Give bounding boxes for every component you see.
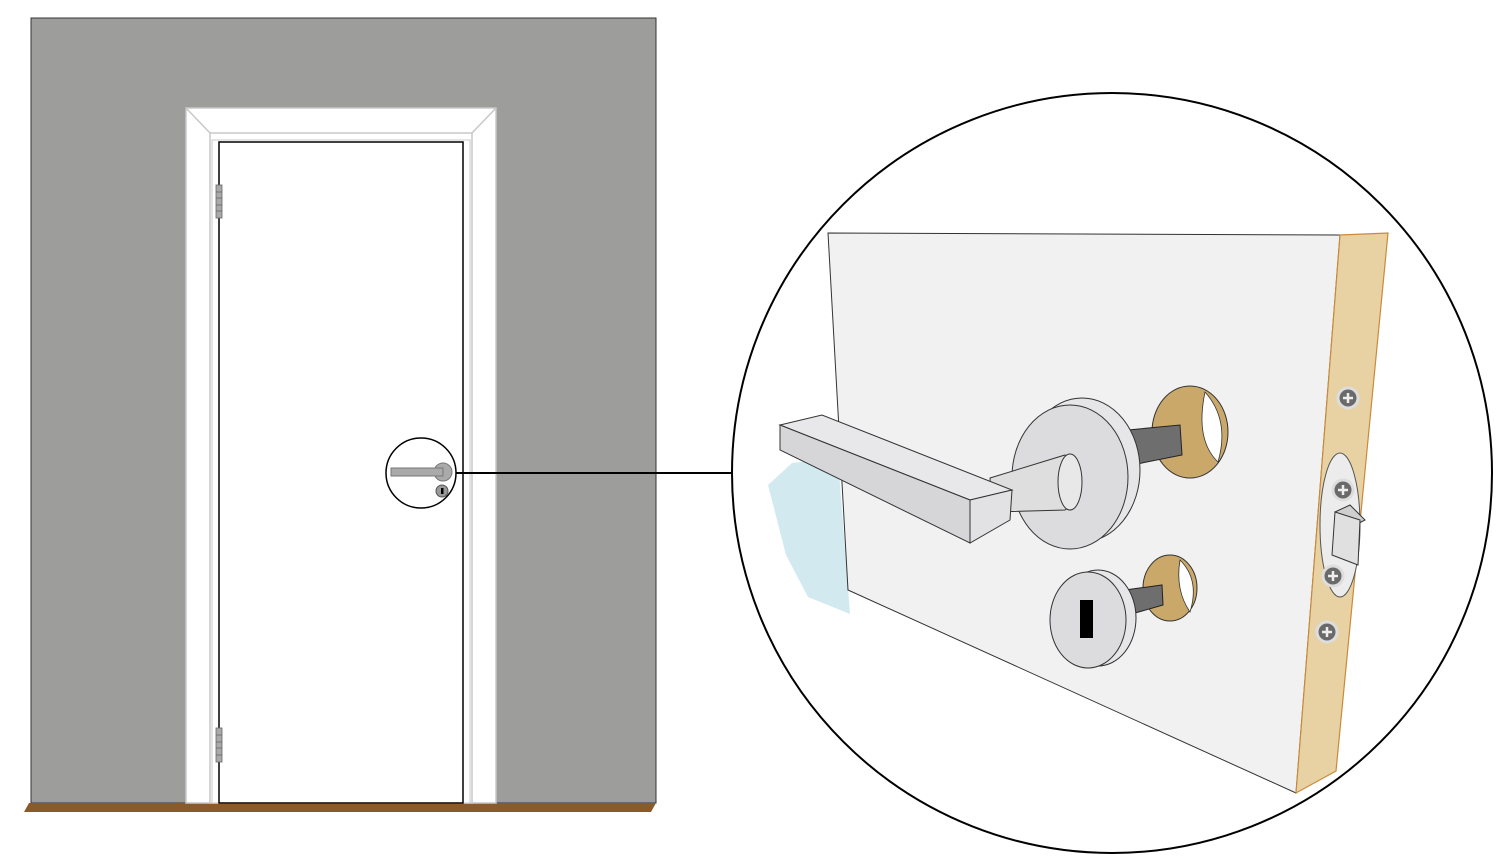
floor-strip [24,803,656,812]
screw-icon [1336,386,1360,410]
hinge-icon [215,727,223,763]
screw-icon [1315,620,1339,644]
hinge-icon [215,184,223,219]
keyhole-slot [441,488,444,494]
lever-handle-icon [778,414,1014,544]
latch-icon [1331,504,1366,566]
keyhole-icon [1080,600,1093,638]
screw-icon [1331,478,1355,502]
screw-icon [1321,564,1345,588]
lever-handle-icon [390,467,444,477]
glass-shape [768,458,850,614]
